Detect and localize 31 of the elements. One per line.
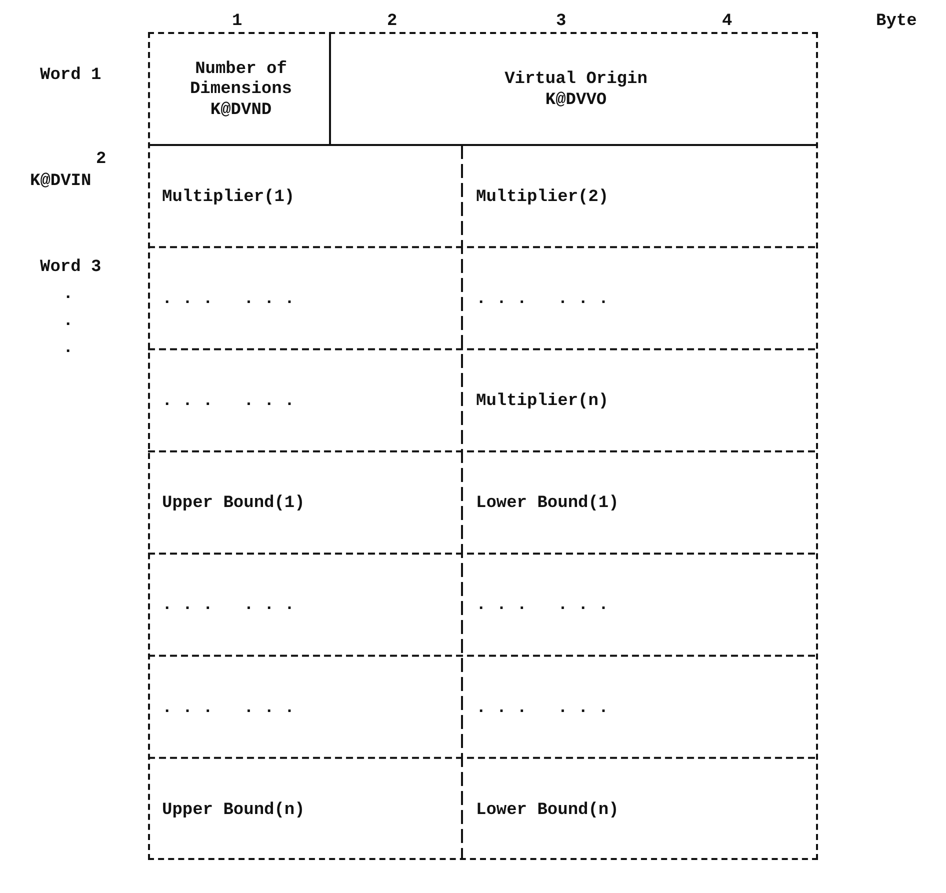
field-name: . . . . . . bbox=[476, 596, 610, 617]
field-name: Multiplier(2) bbox=[476, 188, 610, 208]
table-frame bbox=[148, 32, 818, 860]
field-name: . . . . . . bbox=[162, 596, 296, 617]
field-name: Number of Dimensions bbox=[188, 60, 294, 101]
field-name: . . . . . . bbox=[162, 698, 296, 719]
field-label: K@DVND bbox=[210, 100, 272, 122]
byte-number: 1 bbox=[232, 12, 242, 31]
field-name: . . . . . . bbox=[476, 698, 610, 719]
byte-number: 2 bbox=[387, 12, 398, 31]
word-label: Word 1 bbox=[40, 66, 102, 85]
word-number: 2 bbox=[96, 150, 106, 169]
field-name: . . . . . . bbox=[162, 392, 296, 413]
field-name: Multiplier(n) bbox=[476, 392, 610, 413]
byte-number: 3 bbox=[556, 12, 566, 31]
field-name: Lower Bound(1) bbox=[476, 494, 620, 515]
ellipsis-dot: . bbox=[63, 285, 74, 304]
field-name: Multiplier(1) bbox=[162, 188, 296, 208]
axis-label: Byte bbox=[876, 12, 917, 31]
field-name: Lower Bound(n) bbox=[476, 800, 620, 822]
field-name: . . . . . . bbox=[162, 290, 296, 310]
field-name: Upper Bound(1) bbox=[162, 494, 306, 515]
field-label: K@DVIN bbox=[30, 172, 92, 191]
field-name: Upper Bound(n) bbox=[162, 800, 306, 822]
field-name: . . . . . . bbox=[476, 290, 610, 310]
field-name: Virtual Origin bbox=[504, 70, 648, 90]
ellipsis-dot: . bbox=[63, 312, 74, 331]
byte-number: 4 bbox=[722, 12, 732, 31]
ellipsis-dot: . bbox=[63, 339, 74, 358]
field-label: K@DVVO bbox=[545, 90, 607, 111]
word-label: Word 3 bbox=[40, 258, 102, 277]
